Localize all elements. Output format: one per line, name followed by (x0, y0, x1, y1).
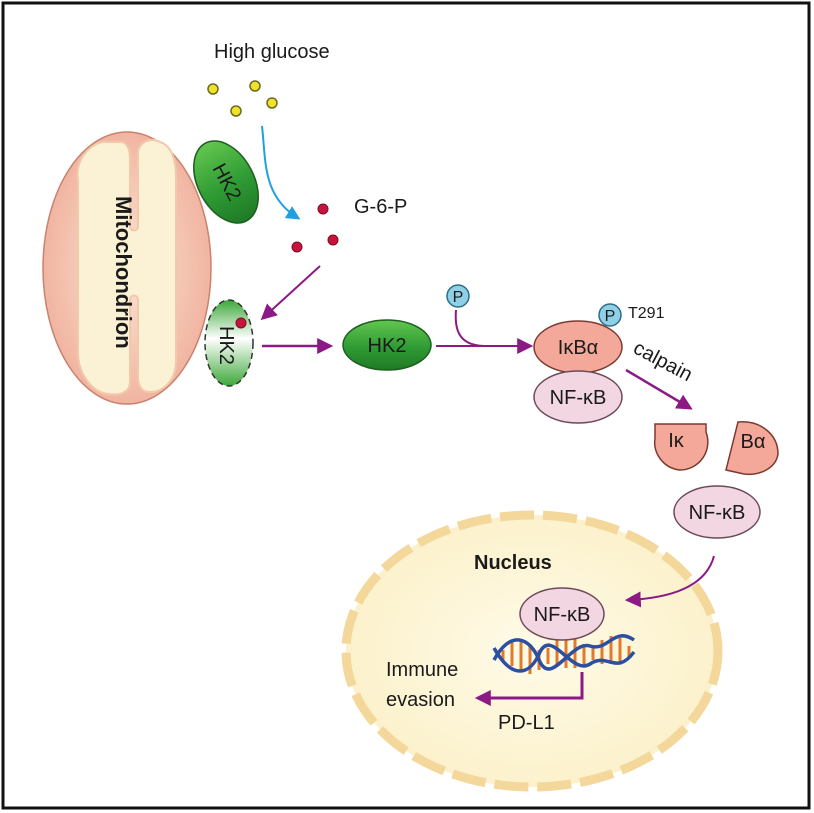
nfkb-free: NF-κB (673, 485, 761, 539)
nfkb-complex-label: NF-κB (550, 387, 607, 409)
hk2-dissociating-label: HK2 (215, 326, 237, 365)
nucleus: Nucleus (341, 510, 723, 792)
mitochondrion: Mitochondrion (42, 131, 212, 405)
g6p-label: G-6-P (354, 196, 407, 218)
glucose-dot (266, 97, 278, 109)
mitochondrion-cristae (76, 139, 177, 396)
ba-fragment-shape (725, 421, 779, 476)
phospho-site-circle (598, 303, 622, 327)
g6p-to-hk2-arrow (260, 265, 321, 321)
ik-fragment-label: Iκ (668, 430, 685, 452)
dna-strand-2 (492, 643, 636, 673)
phospho-site: P (598, 303, 622, 327)
g6p-molecules (291, 203, 339, 253)
hk2-bound: HK2 (193, 140, 259, 224)
g6p-bound-dot (235, 317, 247, 329)
nfkb-free-label: NF-κB (689, 502, 746, 524)
pdl1-label: PD-L1 (498, 712, 555, 734)
pdl1-expression-arrow (474, 672, 584, 706)
nfkb-complex-shape (533, 370, 623, 424)
ikba-label: IκBα (558, 337, 598, 359)
high-glucose-label: High glucose (214, 41, 330, 63)
hk2-free-shape (342, 319, 432, 371)
g6p-dot (317, 203, 329, 215)
phosphate-label: P (453, 289, 464, 306)
phosphate-circle (446, 284, 470, 308)
glucose-dot (230, 105, 242, 117)
nucleus-label: Nucleus (474, 552, 552, 574)
immune-evasion-label-line1: Immune (386, 659, 458, 681)
ik-fragment-shape (653, 423, 709, 471)
hk2-free-label: HK2 (368, 335, 407, 357)
glucose-dot (207, 83, 219, 95)
glucose-to-g6p-arrow (261, 125, 301, 220)
mitochondrion-label: Mitochondrion (111, 196, 136, 349)
nucleus-envelope (341, 510, 723, 792)
nfkb-complex: NF-κB (533, 370, 623, 424)
g6p-dot (327, 234, 339, 246)
phospho-site-label: P (605, 308, 616, 325)
ba-fragment-label: Bα (741, 431, 766, 453)
hk2-bound-shape (193, 140, 259, 224)
ikba: IκBα (533, 320, 623, 374)
ik-fragment: Iκ (653, 423, 709, 471)
immune-evasion-label-line2: evasion (386, 689, 455, 711)
nfkb-nuclear-shape (519, 587, 605, 641)
dna-helix (492, 634, 636, 674)
glucose-dot (249, 80, 261, 92)
g6p-dot (291, 241, 303, 253)
dna-strand-1 (492, 634, 636, 671)
glucose-molecules (207, 80, 278, 117)
nuclear-translocation-arrow (624, 555, 715, 608)
hk2-dissociating: HK2 (204, 299, 254, 387)
calpain-cleavage-arrow (625, 368, 693, 410)
hk2-free: HK2 (342, 319, 432, 371)
phosphate: P (446, 284, 470, 308)
t291-label: T291 (628, 305, 665, 322)
nfkb-nuclear-label: NF-κB (534, 604, 591, 626)
phosphorylation-arrow (454, 309, 534, 354)
ba-fragment: Bα (725, 421, 779, 476)
nfkb-free-shape (673, 485, 761, 539)
nfkb-nuclear: NF-κB (519, 587, 605, 641)
